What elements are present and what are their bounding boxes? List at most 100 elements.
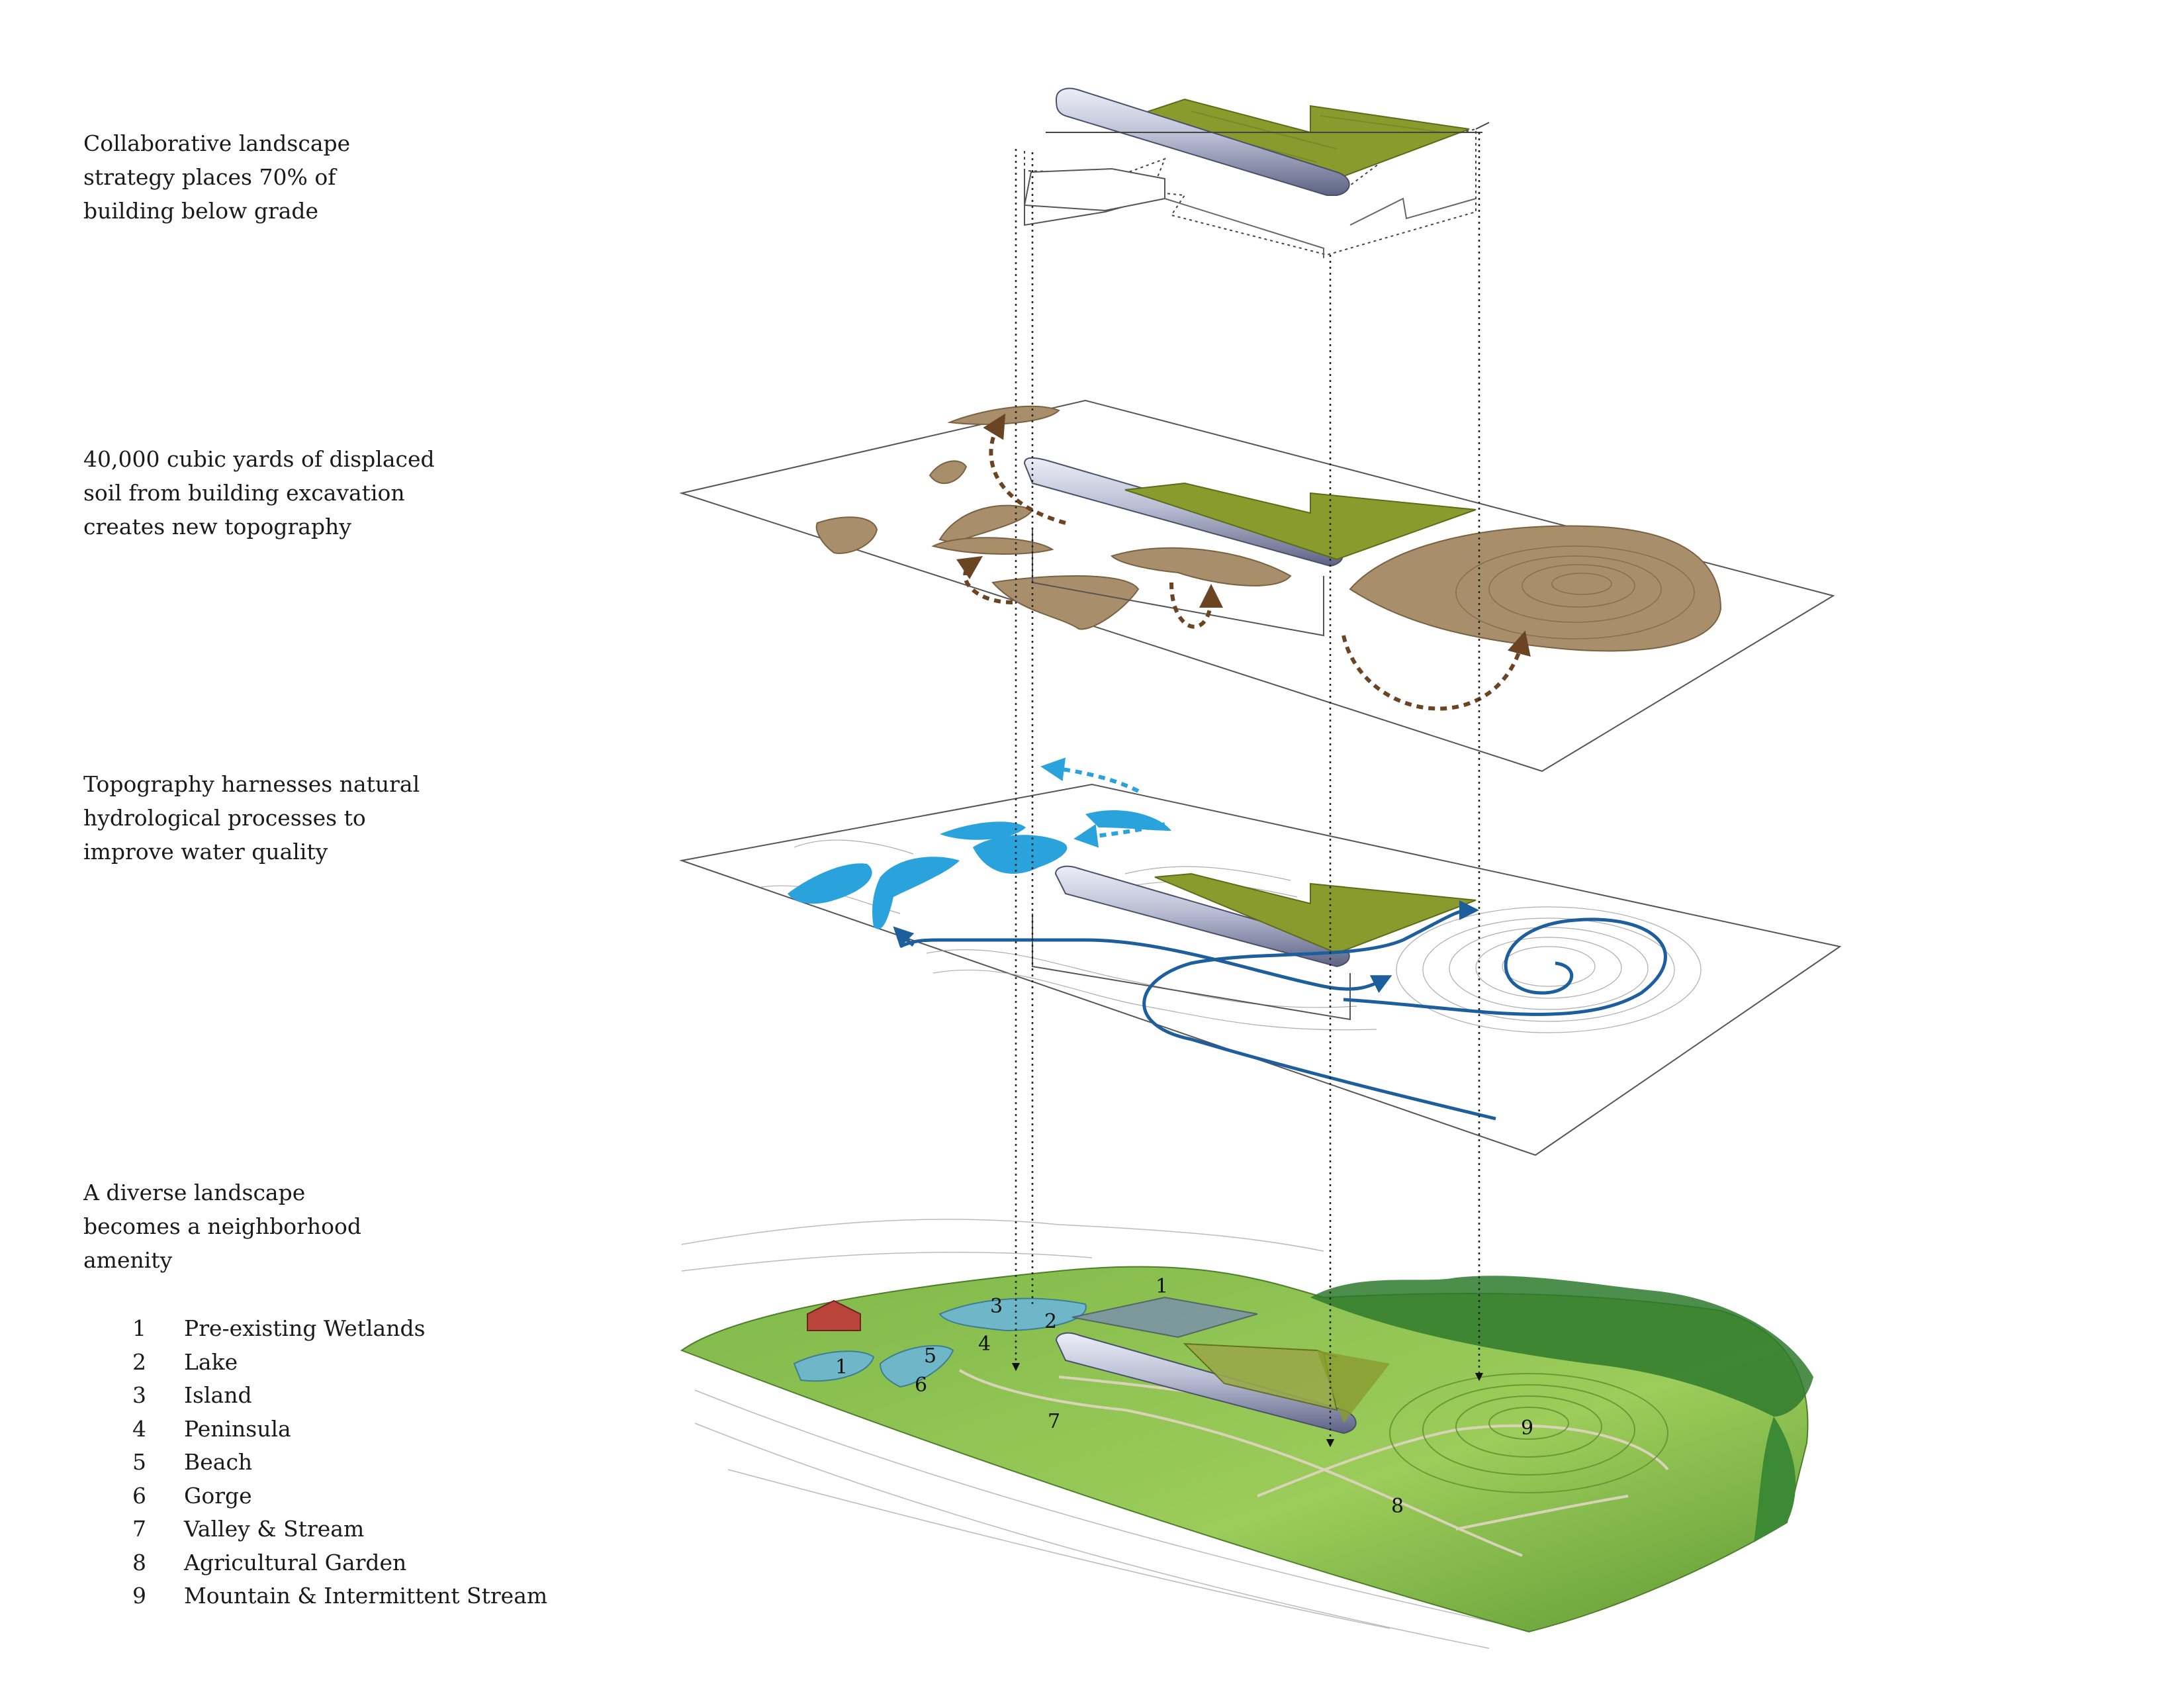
legend-number: 1 (132, 1315, 146, 1341)
map-label: 1 (835, 1356, 848, 1379)
soil-mound (1111, 547, 1292, 586)
water-body (940, 821, 1026, 840)
map-label: 6 (915, 1374, 927, 1397)
caption-line: creates new topography (83, 514, 351, 539)
legend-label: Pre-existing Wetlands (184, 1315, 426, 1341)
map-label: 4 (978, 1333, 991, 1356)
legend-number: 5 (132, 1449, 146, 1475)
legend-item: 5 Beach (132, 1446, 547, 1479)
legend-label: Agricultural Garden (184, 1549, 407, 1575)
surrounding-context-sketch (681, 1219, 1523, 1649)
legend-item: 3 Island (132, 1379, 547, 1413)
caption-building-below-grade: Collaborative landscape strategy places … (83, 126, 507, 228)
soil-contours (1455, 545, 1695, 639)
soil-mound (938, 504, 1034, 544)
legend-label: Gorge (184, 1482, 252, 1509)
caption-line: strategy places 70% of (83, 164, 336, 190)
building-layer (1023, 87, 1490, 258)
water-body (788, 863, 872, 904)
mountain-contours (1389, 1373, 1668, 1493)
soil-mound (931, 537, 1054, 555)
legend-item: 8 Agricultural Garden (132, 1546, 547, 1580)
green-roof (1317, 1350, 1390, 1423)
legend-item: 6 Gorge (132, 1479, 547, 1513)
caption-displaced-soil: 40,000 cubic yards of displaced soil fro… (83, 442, 507, 543)
stream-flow (893, 926, 915, 948)
map-label: 3 (990, 1295, 1003, 1318)
map-label: 1 (1156, 1275, 1168, 1298)
legend-item: 1 Pre-existing Wetlands (132, 1312, 547, 1346)
caption-line: Collaborative landscape (83, 130, 351, 156)
below-grade-box (1023, 167, 1165, 212)
caption-line: becomes a neighborhood (83, 1213, 362, 1239)
tree-canopy (1310, 1276, 1813, 1417)
hydrology-layer (679, 757, 1842, 1156)
gorge-water (879, 1344, 954, 1388)
caption-line: soil from building excavation (83, 480, 405, 506)
soil-mound (929, 460, 968, 485)
map-label: 8 (1391, 1495, 1404, 1518)
soil-layer (679, 399, 1835, 773)
grade-line (1046, 122, 1490, 133)
water-body (973, 835, 1068, 874)
soil-arrow (1169, 582, 1223, 629)
landscape-layer (680, 1219, 1813, 1649)
caption-line: hydrological processes to (83, 805, 366, 831)
legend-number: 3 (132, 1382, 146, 1408)
soil-arrow (1342, 630, 1531, 711)
legend-number: 8 (132, 1549, 146, 1575)
caption-line: amenity (83, 1247, 173, 1273)
soil-mound (815, 516, 878, 554)
legend-number: 7 (132, 1516, 146, 1542)
stream-flow (1142, 900, 1496, 1121)
legend-label: Peninsula (184, 1415, 291, 1442)
tube-building (1055, 87, 1350, 196)
wetland-water (793, 1350, 875, 1382)
stream-flow (1085, 938, 1392, 994)
projection-lines (1011, 132, 1484, 1448)
cyan-flow-arrows (1040, 757, 1165, 848)
legend-number: 4 (132, 1415, 146, 1442)
legend-number: 6 (132, 1482, 146, 1509)
soil-movement-arrows (956, 413, 1531, 711)
legend-item: 4 Peninsula (132, 1413, 547, 1446)
caption-landscape-amenity: A diverse landscape becomes a neighborho… (83, 1176, 507, 1277)
flow-arrow (1073, 822, 1165, 848)
caption-line: improve water quality (83, 839, 328, 865)
soil-mountain (1349, 525, 1722, 652)
glass-pavilion (1071, 1296, 1258, 1338)
water-body (872, 857, 960, 929)
legend-label: Mountain & Intermittent Stream (184, 1583, 548, 1609)
tree-canopy (1754, 1417, 1796, 1542)
below-grade-outline (1032, 530, 1324, 637)
caption-line: building below grade (83, 198, 319, 224)
caption-line: A diverse landscape (83, 1180, 306, 1205)
map-label: 5 (924, 1344, 936, 1368)
soil-mound (991, 575, 1140, 630)
legend-number: 2 (132, 1348, 146, 1375)
caption-line: Topography harnesses natural (83, 771, 420, 797)
legend-item: 2 Lake (132, 1346, 547, 1380)
landscape-water (793, 1297, 1087, 1388)
legend-label: Island (184, 1382, 252, 1408)
barn (807, 1299, 861, 1331)
caption-line: 40,000 cubic yards of displaced (83, 446, 435, 472)
map-label: 9 (1521, 1417, 1533, 1440)
legend-item: 9 Mountain & Intermittent Stream (132, 1579, 547, 1613)
legend-label: Lake (184, 1348, 238, 1375)
soil-arrow (983, 413, 1066, 525)
map-label: 2 (1044, 1310, 1057, 1333)
stream-flow-lines (893, 900, 1667, 1121)
legend-label: Valley & Stream (184, 1516, 365, 1542)
caption-hydrology: Topography harnesses natural hydrologica… (83, 767, 507, 868)
map-label: 7 (1048, 1410, 1060, 1433)
legend-label: Beach (184, 1449, 253, 1475)
soil-arrow (956, 555, 1013, 604)
legend: 1 Pre-existing Wetlands 2 Lake 3 Island 4 Pe… (132, 1312, 547, 1613)
below-grade-edges (1164, 197, 1477, 258)
spiral-flow (1343, 917, 1667, 1016)
soil-mounds (815, 405, 1722, 652)
legend-item: 7 Valley & Stream (132, 1513, 547, 1546)
legend-number: 9 (132, 1583, 146, 1609)
